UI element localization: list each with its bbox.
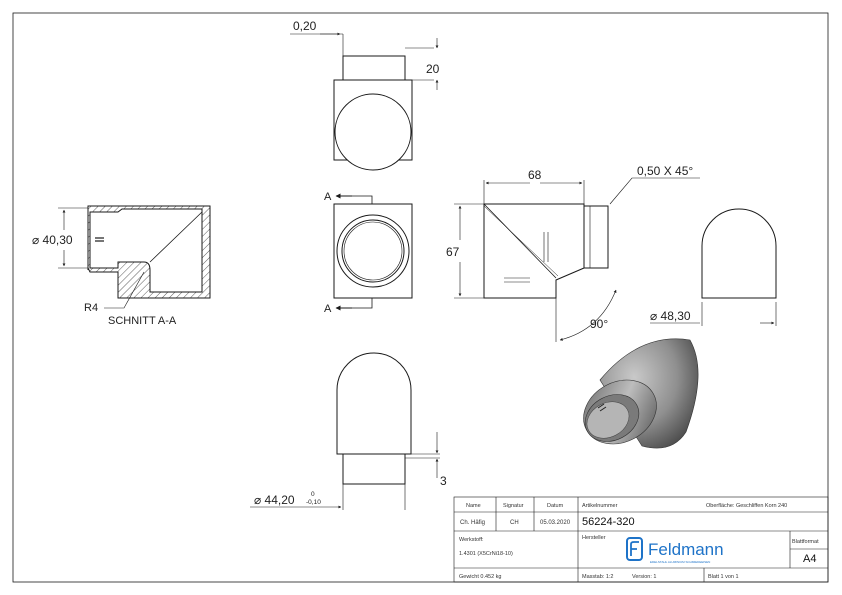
dim-chamfer: 0,50 X 45° [637, 164, 693, 178]
tb-blatt: Blatt 1 von 1 [708, 574, 739, 580]
tb-werkstoff: 1.4301 (X5CrNi18-10) [459, 551, 513, 557]
dim-bore-dia: ⌀ 40,30 [32, 233, 73, 247]
tb-artikel-label: Artikelnummer [582, 503, 618, 509]
right-view [650, 208, 777, 326]
logo-icon [626, 537, 643, 561]
dim-collar-height: 20 [426, 62, 440, 76]
dim-radius: R4 [84, 302, 98, 314]
front-view [333, 193, 413, 311]
section-label: SCHNITT A-A [108, 315, 177, 327]
tb-header-datum: Datum [547, 503, 564, 509]
tb-name: Ch. Häfig [460, 520, 485, 526]
side-view [454, 177, 700, 342]
bottom-view [250, 352, 440, 510]
dim-angle: 90° [590, 317, 608, 331]
dim-collar-tol-upper: 0 [311, 491, 315, 498]
dim-wall-offset: 0,20 [293, 19, 317, 33]
tb-artikel: 56224-320 [582, 516, 635, 528]
feldmann-logo: Feldmann EDELSTAHL ALUMINIUM SCHMIEDEEIS… [626, 537, 724, 564]
tb-version: Version: 1 [632, 574, 656, 580]
section-marker-top: A [324, 191, 332, 203]
dim-outer-dia: ⌀ 48,30 [650, 309, 691, 323]
isometric-view [583, 338, 699, 449]
tb-header-signatur: Signatur [503, 503, 524, 509]
tb-signatur: CH [510, 520, 519, 526]
tb-oberflaeche: Oberfläche: Geschliffen Korn 240 [706, 503, 787, 509]
sheet-border [12, 12, 829, 583]
tb-hersteller-label: Hersteller [582, 535, 606, 541]
dim-collar-tol-lower: -0,10 [306, 499, 321, 506]
dim-width: 68 [528, 168, 542, 182]
section-view [58, 205, 211, 309]
logo-text: Feldmann [648, 540, 724, 559]
logo-tagline: EDELSTAHL ALUMINIUM SCHMIEDEEISEN [650, 560, 710, 564]
tb-werkstoff-label: Werkstoff: [459, 537, 484, 543]
tb-gewicht: Gewicht 0.452 kg [459, 574, 502, 580]
tb-massstab: Masstab: 1:2 [582, 574, 614, 580]
top-view [290, 32, 439, 171]
dim-collar-step: 3 [440, 474, 447, 488]
title-block [453, 496, 829, 583]
tb-datum: 05.03.2020 [540, 520, 571, 526]
tb-header-name: Name [466, 503, 481, 509]
dim-height: 67 [446, 245, 460, 259]
section-marker-bottom: A [324, 303, 332, 315]
tb-blattformat-label: Blattformat [792, 539, 819, 545]
dim-collar-dia: ⌀ 44,20 [254, 493, 295, 507]
tb-blattformat: A4 [803, 553, 816, 565]
